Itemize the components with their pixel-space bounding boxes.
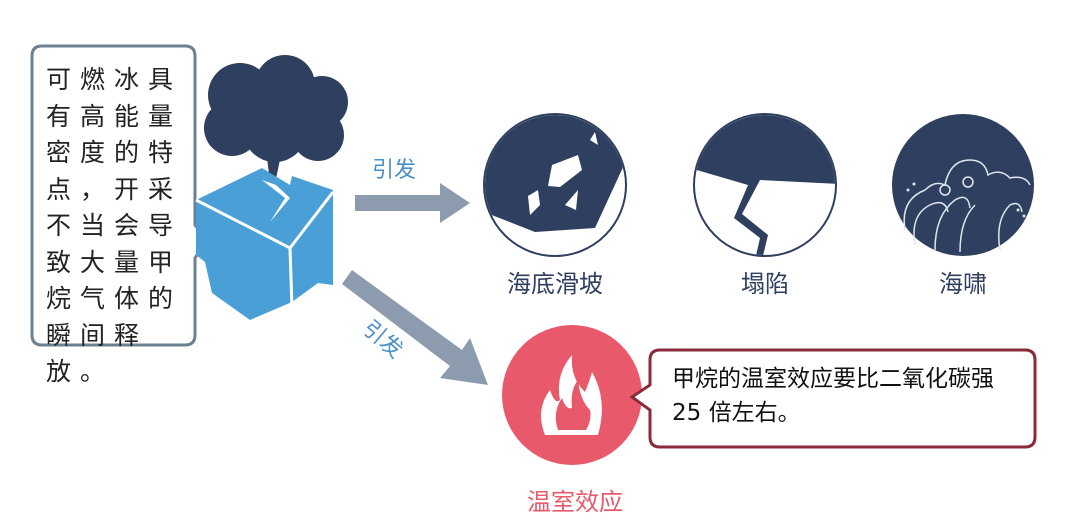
collapse-icon: [693, 113, 837, 257]
right-speech-bubble: [629, 348, 1037, 449]
arrow-to-hazards: [355, 183, 470, 223]
trigger-label-top: 引发: [372, 158, 417, 183]
ice-cube-icon: [195, 168, 335, 320]
hazard-label-landslide: 海底滑坡: [507, 270, 603, 298]
hazard-label-tsunami: 海啸: [939, 270, 987, 298]
landslide-icon: [483, 113, 627, 257]
flame-icon: [502, 325, 642, 465]
greenhouse-label: 温室效应: [527, 488, 623, 516]
greenhouse-note: 甲烷的温室效应要比二氧化碳强 25 倍左右。: [672, 366, 994, 426]
arrow-to-greenhouse: [342, 270, 488, 385]
tsunami-icon: [892, 114, 1034, 256]
methane-cloud-icon: [204, 55, 348, 198]
hazard-label-collapse: 塌陷: [741, 270, 789, 298]
left-bubble-text: 可燃冰具有高能量密度的特点，开采不当会导致大量甲烷气体的瞬间释放。: [46, 65, 183, 386]
left-speech-bubble: [30, 44, 209, 347]
